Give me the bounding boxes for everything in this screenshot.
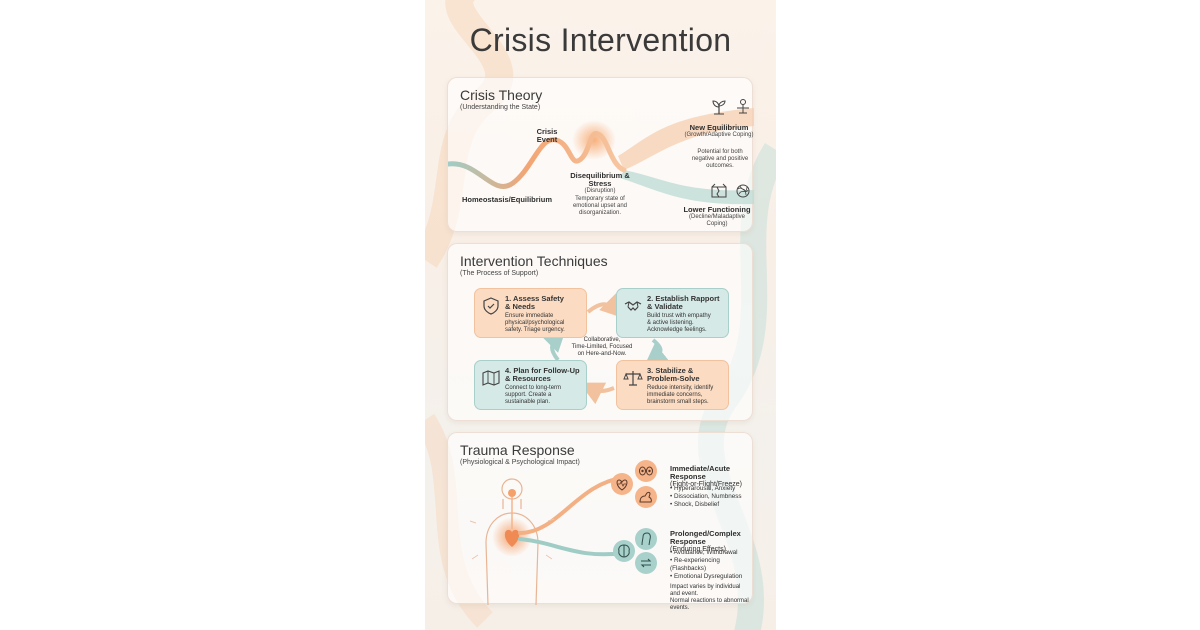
potential-line: Potential for both <box>697 149 743 155</box>
cycle-arrows-icon <box>640 558 652 568</box>
balance-icon <box>623 371 643 386</box>
step-desc-line: brainstorm small steps. <box>647 399 709 405</box>
step-plan-follow-up: 4. Plan for Follow-Up & Resources Connec… <box>474 360 587 410</box>
step-desc-line: safety. Triage urgency. <box>505 327 565 333</box>
list-item: Dissociation, Numbness <box>670 493 742 501</box>
step-desc-line: physical/psychological <box>505 320 565 326</box>
step-desc: Ensure immediate physical/psychological … <box>505 313 580 334</box>
step-title-line: 1. Assess Safety <box>505 294 564 303</box>
potential-line: negative and positive <box>691 156 749 162</box>
step-title-line: 4. Plan for Follow-Up <box>505 366 580 375</box>
page-title: Crisis Intervention <box>469 22 732 58</box>
trauma-title: Trauma Response <box>460 442 575 458</box>
scale-icon <box>737 99 749 114</box>
step-title: 1. Assess Safety & Needs <box>505 295 580 311</box>
complex-list: Avoidance, Withdrawal Re-experiencing (F… <box>670 549 752 581</box>
lower-functioning-block: Lower Functioning (Decline/Maladaptive C… <box>680 206 754 228</box>
step-stabilize: 3. Stabilize & Problem-Solve Reduce inte… <box>616 360 729 410</box>
disequilibrium-desc: emotional upset and <box>572 203 628 209</box>
disequilibrium-desc: Temporary state of <box>575 196 625 202</box>
heart-beat-icon <box>616 479 628 491</box>
infographic-poster: Crisis Intervention Crisis Theory (Under… <box>425 0 776 630</box>
sprout-icon <box>712 100 726 115</box>
step-desc-line: Connect to long-term <box>505 385 562 391</box>
broken-box-icon <box>711 183 727 198</box>
disequilibrium-block: Disequilibrium & Stress (Disruption) Tem… <box>560 172 640 217</box>
step-desc-line: sustainable plan. <box>505 399 551 405</box>
trauma-subtitle: (Physiological & Psychological Impact) <box>460 459 580 466</box>
center-note-line: Time-Limited, Focused <box>571 344 633 350</box>
step-desc-line: & active listening. <box>647 320 694 326</box>
new-equilibrium-block: New Equilibrium (Growth/Adaptive Coping) <box>684 124 754 139</box>
intervention-techniques-card: Intervention Techniques (The Process of … <box>447 243 753 421</box>
list-item: Shock, Disbelief <box>670 501 742 509</box>
center-note-line: Collaborative, <box>583 337 621 343</box>
disequilibrium-desc: disorganization. <box>578 210 622 216</box>
new-equilibrium-title: New Equilibrium <box>689 123 749 132</box>
step-title: 4. Plan for Follow-Up & Resources <box>505 367 580 383</box>
step-title-line: 3. Stabilize & <box>647 366 694 375</box>
map-icon <box>482 370 500 386</box>
tangle-icon <box>736 184 750 198</box>
crisis-event-label: Crisis Event <box>532 128 562 144</box>
crisis-wave-graphic <box>448 108 754 205</box>
crisis-theory-card: Crisis Theory (Understanding the State) <box>447 77 754 232</box>
crisis-event-line: Crisis <box>536 127 558 136</box>
acute-list: Hyperarousal, Anxiety Dissociation, Numb… <box>670 485 742 509</box>
withdrawn-head-icon <box>641 532 651 546</box>
step-title: 3. Stabilize & Problem-Solve <box>647 367 722 383</box>
step-title-line: 2. Establish Rapport <box>647 294 720 303</box>
step-title-line: & Validate <box>647 302 683 311</box>
step-desc-line: Acknowledge feelings. <box>647 327 707 333</box>
step-desc-line: Build trust with empathy <box>647 313 711 319</box>
acute-title: Immediate/Acute Response <box>670 464 731 481</box>
cycle-arrows <box>541 293 670 405</box>
disequilibrium-title: Disequilibrium & Stress <box>570 171 630 188</box>
step-title: 2. Establish Rapport & Validate <box>647 295 722 311</box>
crisis-theory-subtitle: (Understanding the State) <box>460 104 541 111</box>
step-title-line: & Needs <box>505 302 536 311</box>
brain-icon <box>618 544 630 558</box>
step-desc-line: Reduce intensity, identify <box>647 385 714 391</box>
trauma-footer-note: Impact varies by individual and event. N… <box>670 584 752 612</box>
step-establish-rapport: 2. Establish Rapport & Validate Build tr… <box>616 288 729 338</box>
center-note-line: on Here-and-Now. <box>577 351 627 357</box>
footer-line: Normal reactions to abnormal events. <box>670 598 749 611</box>
list-item: Avoidance, Withdrawal <box>670 549 752 557</box>
crisis-event-line: Event <box>536 135 558 144</box>
step-desc: Build trust with empathy & active listen… <box>647 313 722 334</box>
list-item: Hyperarousal, Anxiety <box>670 485 742 493</box>
list-item: Re-experiencing (Flashbacks) <box>670 557 752 573</box>
shield-icon <box>483 297 499 315</box>
lower-functioning-subtitle: (Decline/Maladaptive Coping) <box>688 214 746 227</box>
lower-functioning-title: Lower Functioning <box>683 205 751 214</box>
techniques-subtitle: (The Process of Support) <box>460 270 539 277</box>
step-assess-safety: 1. Assess Safety & Needs Ensure immediat… <box>474 288 587 338</box>
potential-note: Potential for both negative and positive… <box>688 149 752 170</box>
step-title-line: & Resources <box>505 374 551 383</box>
trauma-response-card: Trauma Response (Physiological & Psychol… <box>447 432 753 611</box>
potential-line: outcomes. <box>706 163 734 169</box>
step-desc-line: Ensure immediate <box>505 313 554 319</box>
disequilibrium-subtitle: (Disruption) <box>584 188 616 194</box>
step-desc-line: support. Create a <box>505 392 552 398</box>
new-equilibrium-subtitle: (Growth/Adaptive Coping) <box>684 132 754 138</box>
step-desc: Reduce intensity, identify immediate con… <box>647 385 722 406</box>
techniques-title: Intervention Techniques <box>460 253 608 269</box>
process-center-note: Collaborative, Time-Limited, Focused on … <box>566 337 638 358</box>
complex-title: Prolonged/Complex Response <box>670 529 741 546</box>
footer-line: Impact varies by individual and event. <box>670 584 741 597</box>
crisis-theory-title: Crisis Theory <box>460 87 543 103</box>
eyes-icon <box>639 466 653 476</box>
list-item: Emotional Dysregulation <box>670 573 752 581</box>
handshake-icon <box>624 301 642 311</box>
step-desc-line: immediate concerns, <box>647 392 703 398</box>
homeostasis-label: Homeostasis/Equilibrium <box>462 195 553 204</box>
step-desc: Connect to long-term support. Create a s… <box>505 385 580 406</box>
step-title-line: Problem-Solve <box>647 374 700 383</box>
flexed-arm-icon <box>639 491 652 503</box>
